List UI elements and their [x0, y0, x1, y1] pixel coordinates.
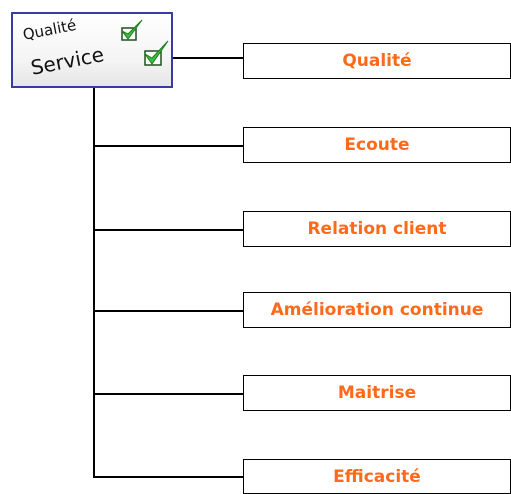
node-label: Relation client: [307, 219, 447, 239]
check-icon: [121, 19, 143, 41]
root-node: Qualité Service: [11, 12, 173, 88]
node-amelioration-continue: Amélioration continue: [243, 292, 511, 328]
branch-connector: [93, 145, 243, 147]
node-label: Ecoute: [344, 135, 410, 155]
root-connector: [173, 57, 243, 59]
node-label: Efficacité: [333, 466, 421, 487]
check-icon: [144, 40, 169, 66]
node-efficacite: Efficacité: [243, 459, 511, 494]
branch-connector: [93, 310, 243, 312]
root-title-line2: Service: [28, 42, 106, 80]
node-ecoute: Ecoute: [243, 127, 511, 163]
node-label: Qualité: [342, 51, 412, 71]
node-relation-client: Relation client: [243, 211, 511, 247]
node-label: Maitrise: [337, 383, 417, 403]
node-maitrise: Maitrise: [243, 375, 511, 411]
node-label: Amélioration continue: [270, 300, 484, 320]
root-title-line1: Qualité: [21, 15, 78, 44]
node-qualite: Qualité: [243, 43, 511, 79]
branch-connector: [93, 229, 243, 231]
branch-connector: [93, 476, 243, 478]
vertical-trunk: [93, 88, 95, 477]
branch-connector: [93, 393, 243, 395]
